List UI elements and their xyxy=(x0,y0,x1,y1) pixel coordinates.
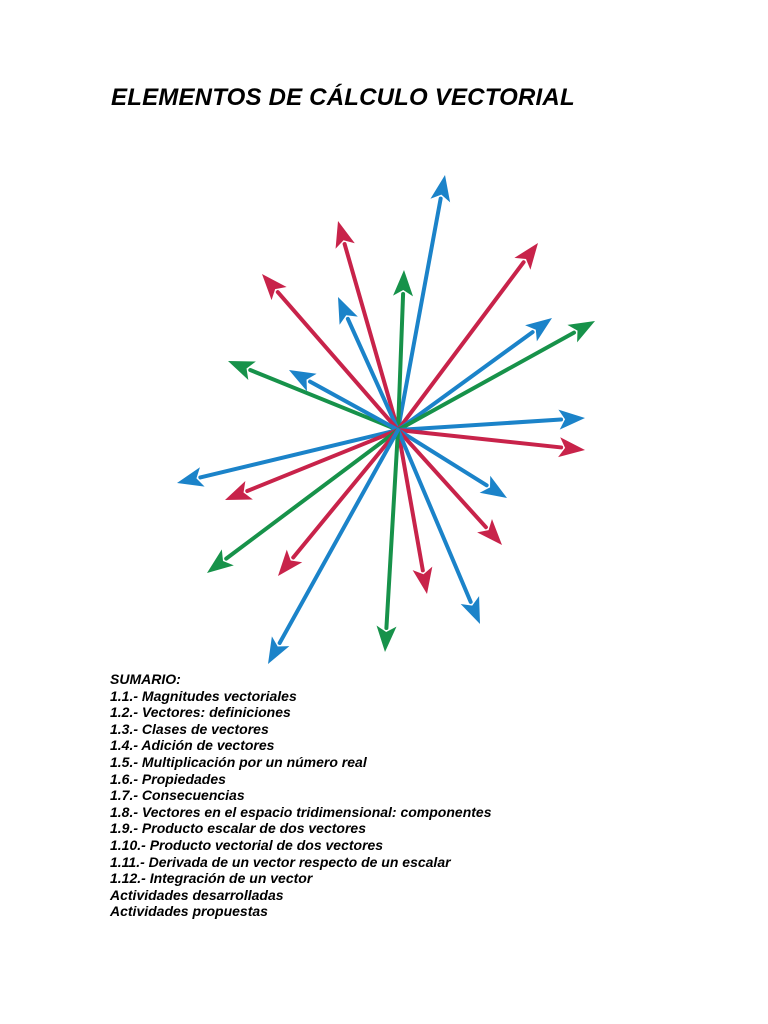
document-title: ELEMENTOS DE CÁLCULO VECTORIAL xyxy=(111,84,575,111)
arrow-head xyxy=(225,480,253,500)
vector-arrow-red xyxy=(396,428,433,594)
vector-arrow-red xyxy=(262,274,400,432)
summary-item: 1.6.- Propiedades xyxy=(110,770,226,787)
summary: SUMARIO: 1.1.- Magnitudes vectoriales 1.… xyxy=(110,671,492,920)
arrow-shaft xyxy=(384,428,400,631)
arrow-shaft xyxy=(198,428,400,480)
arrow-head xyxy=(460,596,480,624)
vector-arrow-red xyxy=(278,428,400,576)
arrow-shaft xyxy=(308,379,400,432)
vector-arrow-green xyxy=(396,321,595,432)
arrow-head xyxy=(228,361,256,381)
vector-arrow-green xyxy=(376,428,400,652)
summary-item: Actividades desarrolladas xyxy=(110,886,284,903)
vector-arrow-red xyxy=(396,243,538,432)
arrow-head xyxy=(558,437,585,458)
summary-list: 1.1.- Magnitudes vectoriales 1.2.- Vecto… xyxy=(110,688,492,920)
arrow-shaft xyxy=(248,368,400,432)
summary-item: Actividades propuestas xyxy=(110,903,268,920)
arrow-shaft xyxy=(396,428,564,450)
arrow-head xyxy=(376,625,397,652)
arrow-head xyxy=(412,566,433,594)
arrow-head xyxy=(479,475,507,498)
arrow-head xyxy=(567,321,595,343)
vector-arrow-blue xyxy=(177,428,400,487)
arrow-shaft xyxy=(396,428,488,530)
arrow-shaft xyxy=(396,428,425,573)
arrow-head xyxy=(268,636,290,664)
arrow-head xyxy=(558,409,585,430)
vector-star-figure xyxy=(177,175,595,664)
arrow-shaft xyxy=(396,330,535,432)
arrow-shaft xyxy=(396,260,526,432)
summary-item: 1.8.- Vectores en el espacio tridimensio… xyxy=(110,803,492,820)
arrow-shaft xyxy=(396,330,577,432)
arrow-head xyxy=(262,274,287,301)
arrow-shaft xyxy=(291,428,400,560)
vector-arrow-green xyxy=(393,270,414,432)
arrow-shaft xyxy=(245,428,400,493)
vector-arrow-blue xyxy=(396,175,451,432)
vector-arrow-blue xyxy=(268,428,400,664)
vector-arrow-green xyxy=(207,428,400,573)
vector-arrow-green xyxy=(228,361,400,432)
arrow-head xyxy=(177,467,205,487)
arrow-shaft xyxy=(396,428,489,488)
arrow-shaft xyxy=(396,196,443,432)
vector-arrow-red xyxy=(225,428,400,500)
summary-item: 1.12.- Integración de un vector xyxy=(110,870,313,887)
arrow-head xyxy=(525,318,552,342)
arrow-head xyxy=(289,370,317,392)
vector-arrow-blue xyxy=(289,370,400,432)
arrow-shaft xyxy=(396,428,473,604)
vector-arrow-blue xyxy=(396,409,585,432)
arrow-shaft xyxy=(275,290,400,432)
vector-arrow-blue xyxy=(338,297,400,432)
arrow-head xyxy=(278,549,303,576)
arrow-head xyxy=(477,519,502,545)
summary-item: 1.10.- Producto vectorial de dos vectore… xyxy=(110,836,384,853)
summary-item: 1.4.- Adición de vectores xyxy=(110,737,275,754)
summary-item: 1.5.- Multiplicación por un número real xyxy=(110,753,367,770)
arrow-shaft xyxy=(277,428,400,646)
arrow-head xyxy=(335,221,355,249)
arrow-head xyxy=(514,243,538,270)
summary-item: 1.2.- Vectores: definiciones xyxy=(110,704,291,721)
vector-arrow-red xyxy=(396,428,502,545)
summary-item: 1.7.- Consecuencias xyxy=(110,787,245,804)
arrow-shaft xyxy=(396,291,406,432)
vector-arrow-blue xyxy=(396,428,507,498)
arrow-shaft xyxy=(342,242,400,432)
arrow-shaft xyxy=(396,417,564,432)
arrow-shaft xyxy=(345,316,400,432)
summary-item: 1.9.- Producto escalar de dos vectores xyxy=(110,820,366,837)
arrow-head xyxy=(430,175,451,203)
summary-item: 1.3.- Clases de vectores xyxy=(110,720,269,737)
summary-item: 1.11.- Derivada de un vector respecto de… xyxy=(110,853,451,870)
vector-arrow-red xyxy=(396,428,585,458)
summary-heading: SUMARIO: xyxy=(110,671,181,687)
arrow-head xyxy=(393,270,414,297)
arrow-head xyxy=(207,549,234,573)
arrow-shaft xyxy=(224,428,400,561)
vector-arrow-red xyxy=(335,221,400,432)
vector-arrow-blue xyxy=(396,428,480,624)
arrow-head xyxy=(338,297,358,325)
vector-arrow-blue xyxy=(396,318,552,432)
summary-item: 1.1.- Magnitudes vectoriales xyxy=(110,687,297,704)
